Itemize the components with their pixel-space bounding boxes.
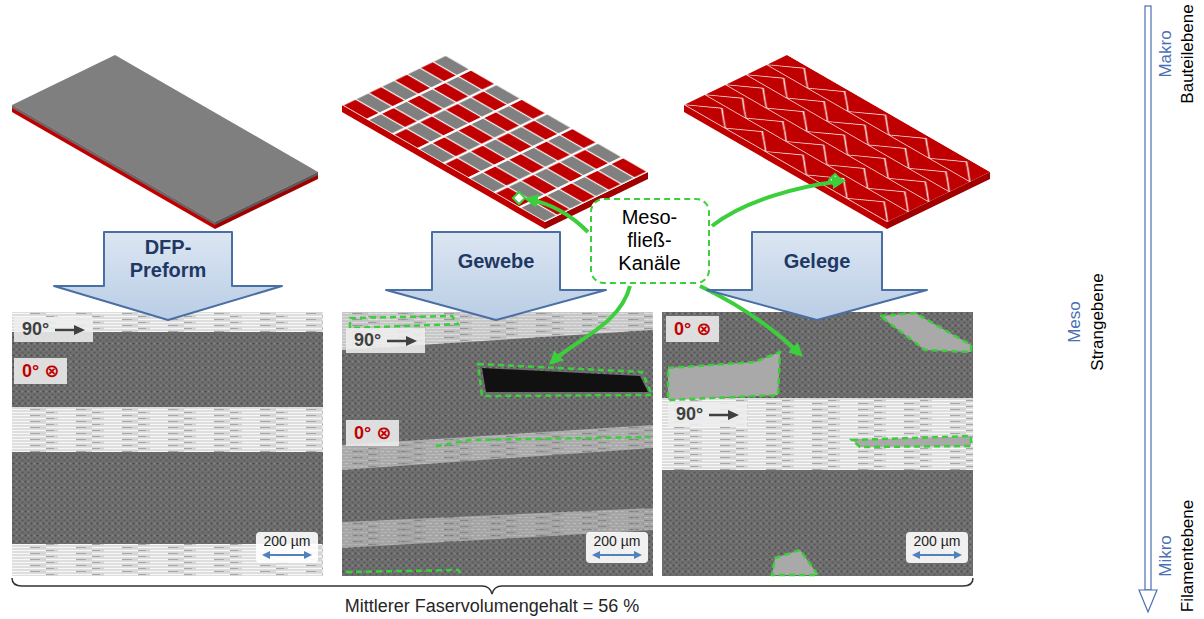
scale-bar-text: 200 µm <box>262 533 312 549</box>
node-text-group: Meso-fließ-Kanäle <box>610 206 690 275</box>
node-label: Gewebe <box>438 250 554 273</box>
block-arrow-shape <box>384 230 608 322</box>
fiber-direction: 0° ⊗ <box>22 360 59 382</box>
direction-label-box: 0° ⊗ <box>666 316 719 342</box>
scale-level-label: Bauteilebene <box>1178 4 1198 103</box>
direction-label-box: 90° <box>668 402 747 427</box>
dashed-callout-box: Meso-fließ-Kanäle <box>590 198 710 284</box>
direction-arrow-shaft <box>55 328 76 331</box>
direction-arrow <box>709 409 739 421</box>
scale-bar-line <box>598 554 636 556</box>
block-arrow-outline <box>386 232 606 320</box>
direction-arrow-shaft <box>387 339 408 342</box>
direction-label-box: 90° <box>346 328 425 353</box>
fiber-direction: 0° ⊗ <box>354 422 391 444</box>
scale-bar-head <box>592 551 600 559</box>
block-arrow: Gelege <box>705 230 929 322</box>
fiber-direction: 90° <box>354 330 381 351</box>
scale-axis-arrow <box>1139 6 1157 612</box>
scale-bar-head <box>634 551 642 559</box>
direction-label-box: 90° <box>14 317 93 342</box>
node-text-group: Gelege <box>758 250 876 273</box>
scale-bar-text: 200 µm <box>912 533 962 549</box>
scale-bar-line <box>268 554 306 556</box>
direction-arrow-head <box>74 325 85 335</box>
block-arrow-outline <box>54 232 282 320</box>
brace <box>12 578 973 594</box>
scale-bar-head <box>912 551 920 559</box>
block-arrow: DFP-Preform <box>52 230 284 322</box>
scale-level-label: Strangebene <box>1088 273 1108 370</box>
scale-bar-box: 200 µm <box>256 532 318 563</box>
scale-bar-arrow <box>912 550 962 560</box>
scale-level-label: Makro <box>1156 30 1176 77</box>
scale-bar-arrow <box>592 550 642 560</box>
direction-arrow <box>55 324 85 336</box>
direction-arrow-head <box>406 336 417 346</box>
scale-bar-box: 200 µm <box>906 532 968 563</box>
fiber-direction: 90° <box>676 404 703 425</box>
ncf-plate <box>684 55 990 229</box>
scale-level-label: Mikro <box>1156 535 1176 577</box>
scale-bar-box: 200 µm <box>586 532 648 563</box>
scale-bar-text: 200 µm <box>592 533 642 549</box>
direction-arrow-shaft <box>709 413 730 416</box>
fiber-direction: 0° ⊗ <box>674 318 711 340</box>
dfp-micrograph <box>12 312 323 576</box>
fiber-direction: 90° <box>22 319 49 340</box>
block-arrow: Gewebe <box>384 230 608 322</box>
scale-bar-arrow <box>262 550 312 560</box>
scale-bar-line <box>918 554 956 556</box>
direction-arrow <box>387 335 417 347</box>
ncf-micrograph <box>662 312 973 576</box>
node-label: Meso-fließ-Kanäle <box>610 206 690 275</box>
scale-bar-head <box>304 551 312 559</box>
summary-note: Mittlerer Faservolumengehalt = 56 % <box>345 596 640 616</box>
dfp-plate <box>12 55 318 229</box>
woven-micrograph <box>342 312 653 576</box>
direction-label-box: 0° ⊗ <box>346 420 399 446</box>
node-text-group: Gewebe <box>438 250 554 273</box>
direction-label-box: 0° ⊗ <box>14 358 67 384</box>
block-arrow-outline <box>707 232 927 320</box>
scale-bar-head <box>262 551 270 559</box>
block-arrow-shape <box>705 230 929 322</box>
scale-bar-head <box>954 551 962 559</box>
scale-level-label: Filamentebene <box>1178 500 1198 612</box>
direction-arrow-head <box>728 410 739 420</box>
scale-level-label: Meso <box>1065 301 1085 343</box>
node-label: Gelege <box>758 250 876 273</box>
node-label: DFP-Preform <box>110 236 226 282</box>
node-text-group: DFP-Preform <box>110 236 226 282</box>
